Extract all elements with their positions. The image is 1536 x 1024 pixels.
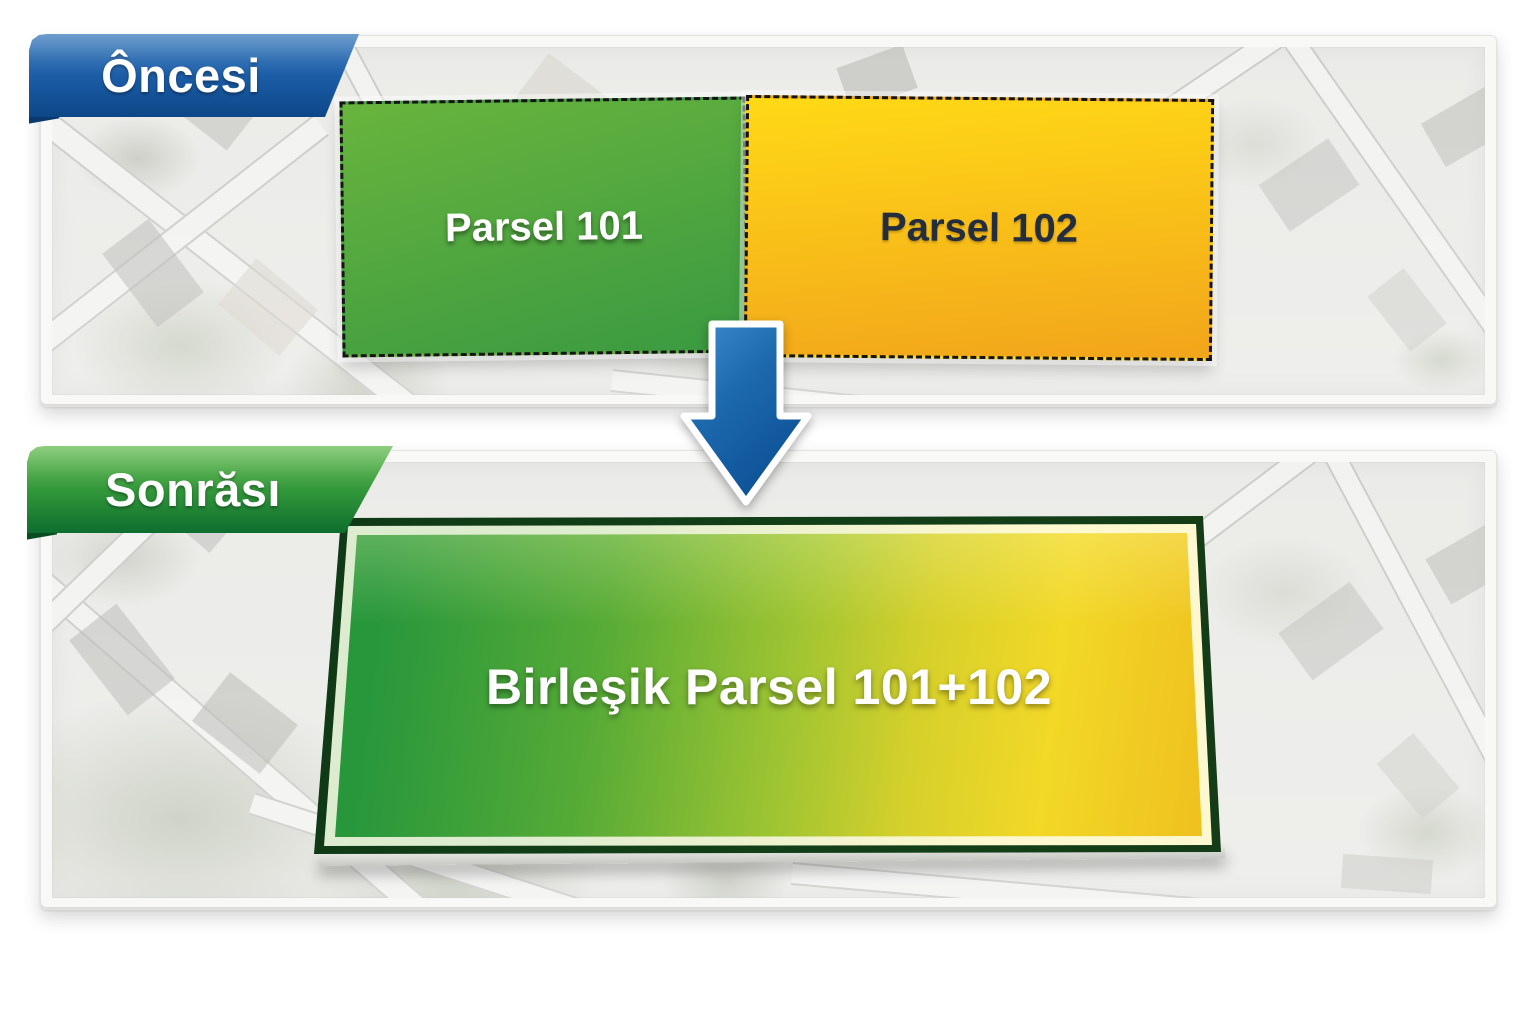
- down-arrow-shape: [680, 320, 812, 506]
- map-building-decor: [1340, 853, 1434, 895]
- parcel-102-label: Parsel 102: [879, 204, 1079, 251]
- map-building-decor: [1258, 138, 1360, 232]
- merged-parcel-label: Birleşik Parsel 101+102: [485, 659, 1053, 715]
- map-building-decor: [1376, 732, 1460, 820]
- map-building-decor: [1367, 268, 1447, 352]
- after-banner: Sonrăsı: [27, 446, 393, 533]
- map-road-decor: [1296, 462, 1485, 898]
- merged-parcel: Birleşik Parsel 101+102: [314, 516, 1224, 854]
- after-panel: Birleşik Parsel 101+102 Sonrăsı: [27, 450, 1497, 910]
- map-building-decor: [1278, 581, 1384, 681]
- map-building-decor: [192, 672, 298, 774]
- before-panel: Parsel 101 Parsel 102 Ôncesi: [29, 35, 1497, 407]
- map-building-decor: [1420, 84, 1485, 168]
- merged-parcel-fill: [335, 533, 1202, 837]
- before-banner-label: Ôncesi: [101, 49, 261, 102]
- map-building-decor: [1425, 519, 1485, 605]
- after-banner-label: Sonrăsı: [105, 463, 281, 516]
- before-banner: Ôncesi: [29, 34, 359, 117]
- parcel-101-label: Parsel 101: [444, 203, 644, 250]
- down-arrow-icon: [680, 320, 812, 506]
